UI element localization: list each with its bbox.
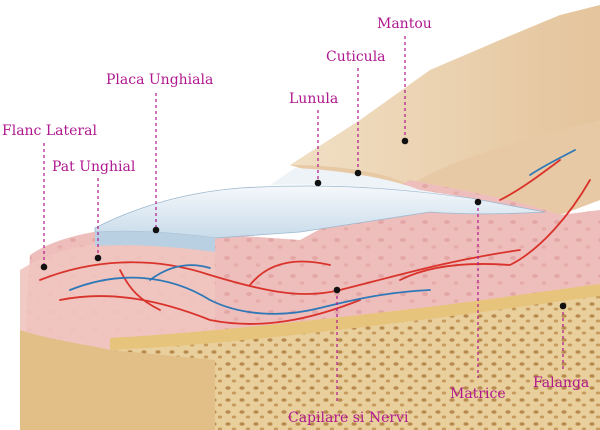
marker-falanga: [559, 302, 567, 310]
label-lunula: Lunula: [289, 91, 338, 107]
label-cuticula: Cuticula: [326, 49, 386, 65]
marker-flanc-lateral: [40, 263, 48, 271]
label-flanc-lateral: Flanc Lateral: [2, 123, 97, 139]
bone-side-face: [20, 330, 215, 430]
marker-mantou: [401, 137, 409, 145]
nerves: [69, 149, 576, 315]
label-falanga: Falanga: [533, 375, 589, 391]
marker-placa-unghiala: [152, 226, 160, 234]
marker-lunula: [314, 179, 322, 187]
capillaries: [39, 159, 591, 325]
marker-capilare-si-nervi: [333, 286, 341, 294]
nail-plate-front: [95, 231, 215, 252]
label-matrice: Matrice: [450, 386, 506, 402]
bone-cortex: [110, 284, 600, 350]
marker-matrice: [474, 198, 482, 206]
label-pat-unghial: Pat Unghial: [52, 159, 136, 175]
lunula-area: [270, 168, 470, 198]
mantou-fold: [290, 120, 600, 230]
marker-cuticula: [354, 169, 362, 177]
label-mantou: Mantou: [377, 16, 432, 32]
label-placa-unghiala: Placa Unghiala: [106, 72, 213, 88]
marker-pat-unghial: [94, 254, 102, 262]
label-capilare-si-nervi: Capilare si Nervi: [288, 410, 409, 426]
